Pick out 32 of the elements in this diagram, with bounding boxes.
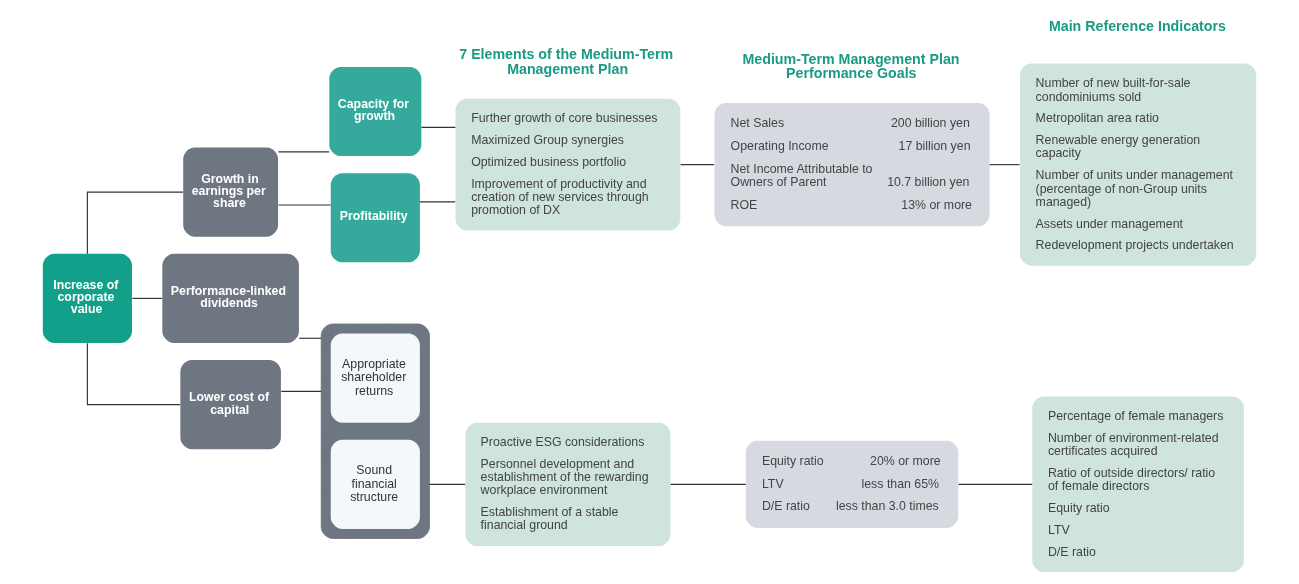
node-box: Proactive ESG considerations Personnel development and establishment of the rewarding workplace environment Establishment of a stable financial ground — [465, 422, 671, 546]
connector — [131, 297, 163, 299]
connector — [277, 151, 330, 153]
connector — [277, 204, 332, 206]
label: Main Reference Indicators — [1048, 18, 1226, 35]
node-box: Equity ratio 20% or more LTV less than 65% D/E ratio less than 3.0 times — [745, 440, 959, 528]
connector — [428, 483, 466, 485]
connector — [420, 126, 456, 128]
node-box: Profitability — [330, 173, 420, 263]
node-box: Percentage of female managers Number of environment-related certificates acquired Ratio of outside directors/ ratio of female directors Equity ratio LTV D/E ratio — [1032, 396, 1244, 573]
node-box: Lower cost of capital — [180, 360, 281, 450]
label: 7 Elements of the Medium-Term Management Plan — [459, 46, 674, 77]
label: Medium-Term Management Plan Performance Goals — [742, 51, 960, 82]
node-box: Net Sales 200 billion yen Operating Income 17 billion yen Net Income Attributable to Owners of Parent 10.7 billion yen ROE 13% or more — [714, 102, 990, 227]
connector — [669, 483, 747, 485]
node-box: Further growth of core businesses Maximized Group synergies Optimized business portfolio Improvement of productivity and creation of new services through promotion of DX — [455, 98, 681, 231]
node-box: Performance-linked dividends — [162, 253, 299, 343]
connector — [86, 191, 184, 255]
connector — [86, 342, 181, 406]
node-box: Increase of corporate value — [42, 253, 132, 343]
connector — [419, 201, 456, 203]
connector — [298, 337, 322, 339]
connector — [280, 390, 322, 392]
node-box: Sound financial structure — [330, 439, 420, 529]
node-box: Number of new built-for-sale condominiums sold Metropolitan area ratio Renewable energy generation capacity Number of units under management (percentage of non-Group units managed) Assets under management Redevelopment projects undertaken — [1019, 63, 1257, 266]
cluster — [320, 323, 430, 539]
node-box: Growth in earnings per share — [183, 147, 279, 237]
node-box: Capacity for growth — [329, 66, 422, 157]
connector — [680, 164, 715, 166]
node-box: Appropriate shareholder returns — [330, 333, 420, 423]
connector — [958, 483, 1033, 485]
connector — [989, 164, 1021, 166]
